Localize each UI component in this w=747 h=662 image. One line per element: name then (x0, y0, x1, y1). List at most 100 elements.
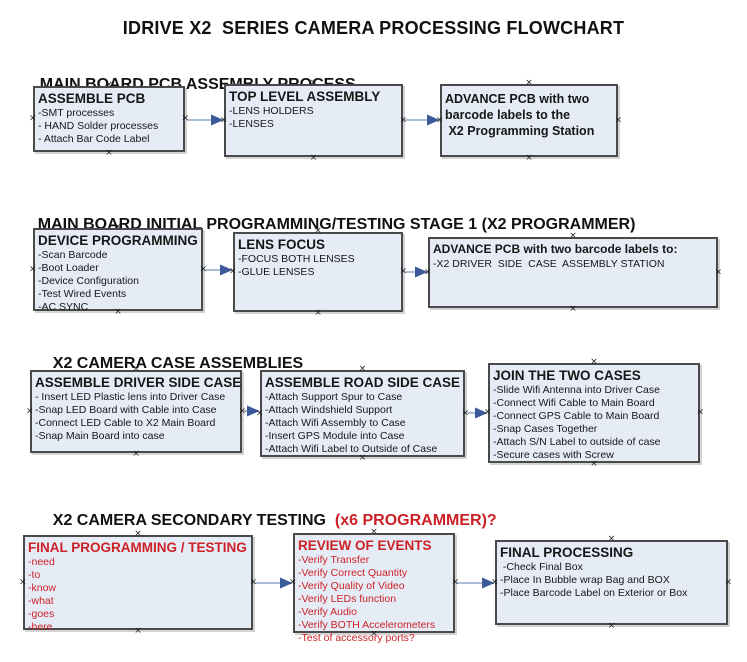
box-item: -need (28, 556, 55, 568)
connection-point-icon: × (607, 534, 616, 544)
connection-point-icon: × (484, 407, 492, 418)
box-item: -Attach Wifi Assembly to Case (265, 417, 406, 429)
box-item: -Attach Wifi Label to Outside of Case (265, 443, 438, 455)
section-heading-text: X2 CAMERA CASE ASSEMBLIES (52, 355, 304, 372)
connection-point-icon: × (491, 577, 499, 587)
box-item: -SMT processes (38, 107, 115, 119)
box-item: -AC SYNC (38, 301, 89, 313)
connection-point-icon: × (358, 453, 367, 463)
connection-point-icon: × (714, 267, 722, 277)
box-title: ASSEMBLE PCB (38, 91, 146, 106)
flow-box-assemble-pcb[interactable]: ASSEMBLE PCB -SMT processes - HAND Solde… (29, 81, 189, 158)
connection-point-icon: × (424, 267, 432, 277)
connection-point-icon: × (436, 115, 444, 125)
flow-box-assemble-driver-side-case[interactable]: ASSEMBLE DRIVER SIDE CASE - Insert LED P… (26, 365, 246, 459)
box-title: ADVANCE PCB with two barcode labels to: (433, 242, 678, 256)
flow-box-review-of-events[interactable]: REVIEW OF EVENTS -Verify Transfer -Verif… (289, 528, 459, 645)
connection-point-icon: × (607, 621, 616, 631)
box-title: DEVICE PROGRAMMING (38, 233, 198, 248)
box-title: TOP LEVEL ASSEMBLY (229, 89, 381, 104)
box-item: -Snap Cases Together (493, 423, 598, 435)
connection-point-icon: × (29, 264, 37, 274)
box-item: -Verify Correct Quantity (298, 567, 408, 579)
box-item: -Verify Transfer (298, 554, 370, 566)
flow-box-final-processing[interactable]: FINAL PROCESSING -Check Final Box -Place… (491, 535, 732, 631)
connection-point-icon: × (256, 408, 264, 418)
connection-point-icon: × (370, 629, 378, 639)
box-title: REVIEW OF EVENTS (298, 538, 432, 553)
connection-point-icon: × (114, 222, 122, 232)
flow-box-lens-focus[interactable]: LENS FOCUS -FOCUS BOTH LENSES -GLUE LENS… (229, 227, 407, 318)
box-item: -know (28, 582, 57, 594)
flow-box-device-programming[interactable]: DEVICE PROGRAMMING -Scan Barcode -Boot L… (29, 223, 207, 317)
connection-point-icon: × (569, 304, 577, 314)
connection-point-icon: × (29, 113, 37, 124)
connection-point-icon: × (590, 459, 598, 469)
flow-box-top-level-assembly[interactable]: TOP LEVEL ASSEMBLY -LENS HOLDERS -LENSES… (220, 79, 407, 163)
connection-point-icon: × (314, 226, 322, 236)
connection-point-icon: × (105, 148, 113, 158)
box-item: -Connect GPS Cable to Main Board (493, 410, 660, 422)
box-title: LENS FOCUS (238, 237, 326, 252)
connection-point-icon: × (19, 577, 27, 587)
connection-point-icon: × (370, 527, 378, 537)
box-title: ADVANCE PCB with two barcode labels to t… (445, 92, 595, 138)
connection-point-icon: × (399, 266, 407, 277)
box-item: -Snap LED Board with Cable into Case (35, 404, 217, 416)
section-heading-text: X2 CAMERA SECONDARY TESTING (52, 512, 335, 529)
flow-box-advance-pcb-programming-station[interactable]: ADVANCE PCB with two barcode labels to t… (436, 79, 622, 163)
connection-point-icon: × (358, 364, 367, 374)
connection-point-icon: × (451, 577, 459, 588)
connection-point-icon: × (614, 115, 622, 125)
box-item: -what (28, 595, 54, 607)
box-item: -GLUE LENSES (238, 266, 315, 278)
flow-box-advance-pcb-driver-side-station[interactable]: ADVANCE PCB with two barcode labels to: … (424, 232, 722, 314)
connection-point-icon: × (181, 113, 189, 124)
connection-point-icon: × (569, 231, 577, 241)
connection-point-icon: × (134, 626, 142, 636)
box-item: -Secure cases with Screw (493, 449, 614, 461)
connection-point-icon: × (132, 449, 140, 459)
box-item: -LENSES (229, 118, 274, 130)
connection-point-icon: × (26, 406, 34, 416)
connection-point-icon: × (105, 80, 113, 90)
box-item: -Verify Quality of Video (298, 580, 405, 592)
box-item: -Slide Wifi Antenna into Driver Case (493, 384, 660, 396)
box-item: - Attach Bar Code Label (38, 133, 150, 145)
box-item: -X2 DRIVER SIDE CASE ASSEMBLY STATION (433, 258, 665, 270)
connection-point-icon: × (134, 529, 142, 539)
box-title: FINAL PROGRAMMING / TESTING (28, 540, 247, 555)
section-heading-red-text: (x6 PROGRAMMER)? (334, 512, 497, 529)
flow-box-join-the-two-cases[interactable]: JOIN THE TWO CASES -Slide Wifi Antenna i… (484, 358, 704, 469)
box-item: -Place In Bubble wrap Bag and BOX (500, 574, 670, 586)
box-item: -Check Final Box (500, 561, 583, 573)
box-item: -Verify LEDs function (298, 593, 397, 605)
box-title: ASSEMBLE DRIVER SIDE CASE (35, 375, 242, 390)
connection-point-icon: × (114, 307, 122, 317)
box-title: FINAL PROCESSING (500, 545, 634, 560)
flow-box-final-programming-testing[interactable]: FINAL PROGRAMMING / TESTING -need -to -k… (19, 530, 257, 636)
flow-box-assemble-road-side-case[interactable]: ASSEMBLE ROAD SIDE CASE -Attach Support … (256, 365, 469, 463)
connection-point-icon: × (289, 577, 297, 588)
connection-point-icon: × (229, 266, 237, 277)
connection-point-icon: × (399, 115, 407, 125)
box-item: -LENS HOLDERS (229, 105, 314, 117)
box-title: ASSEMBLE ROAD SIDE CASE (265, 375, 461, 390)
box-title: JOIN THE TWO CASES (493, 368, 641, 383)
box-item: -Attach S/N Label to outside of case (493, 436, 661, 448)
box-item: -Attach Support Spur to Case (265, 391, 403, 403)
box-item: -goes (28, 608, 55, 620)
box-item: -Snap Main Board into case (35, 430, 165, 442)
connection-point-icon: × (249, 577, 257, 587)
box-item: -Connect Wifi Cable to Main Board (493, 397, 655, 409)
connection-point-icon: × (309, 153, 318, 163)
box-item: - HAND Solder processes (38, 120, 159, 132)
box-item: -to (28, 569, 41, 581)
connection-point-icon: × (525, 78, 533, 88)
connection-point-icon: × (724, 577, 732, 587)
connection-point-icon: × (199, 264, 207, 274)
box-item: -Place Barcode Label on Exterior or Box (500, 587, 688, 599)
connection-point-icon: × (238, 406, 246, 416)
box-item: -Test Wired Events (38, 288, 127, 300)
box-item: -Insert GPS Module into Case (265, 430, 405, 442)
